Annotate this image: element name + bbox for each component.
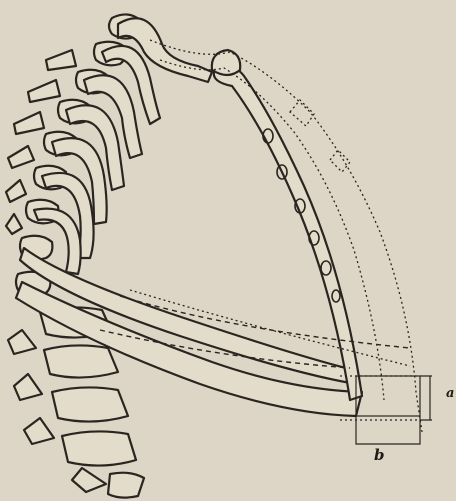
manubrium (212, 50, 240, 75)
process-3 (14, 112, 44, 134)
lumbar-vertebra-4 (62, 431, 136, 465)
measure-bracket-a (420, 376, 432, 420)
lumbar-process-1 (8, 330, 36, 354)
lumbar-vertebra-3 (52, 387, 128, 421)
label-b: b (374, 446, 385, 464)
measure-box-upper (356, 376, 420, 416)
lumbar-vertebra-2 (44, 345, 118, 377)
label-a: a (446, 386, 454, 401)
sacral-piece (108, 473, 144, 498)
lumbar-process-2 (14, 374, 42, 400)
process-5 (6, 180, 26, 202)
process-4 (8, 146, 34, 168)
process-6 (6, 214, 22, 234)
process-1 (46, 50, 76, 70)
expanded-notch-2 (330, 150, 350, 172)
lumbar-process-3 (24, 418, 54, 444)
process-2 (28, 80, 60, 102)
lumbar-process-4 (72, 468, 106, 492)
